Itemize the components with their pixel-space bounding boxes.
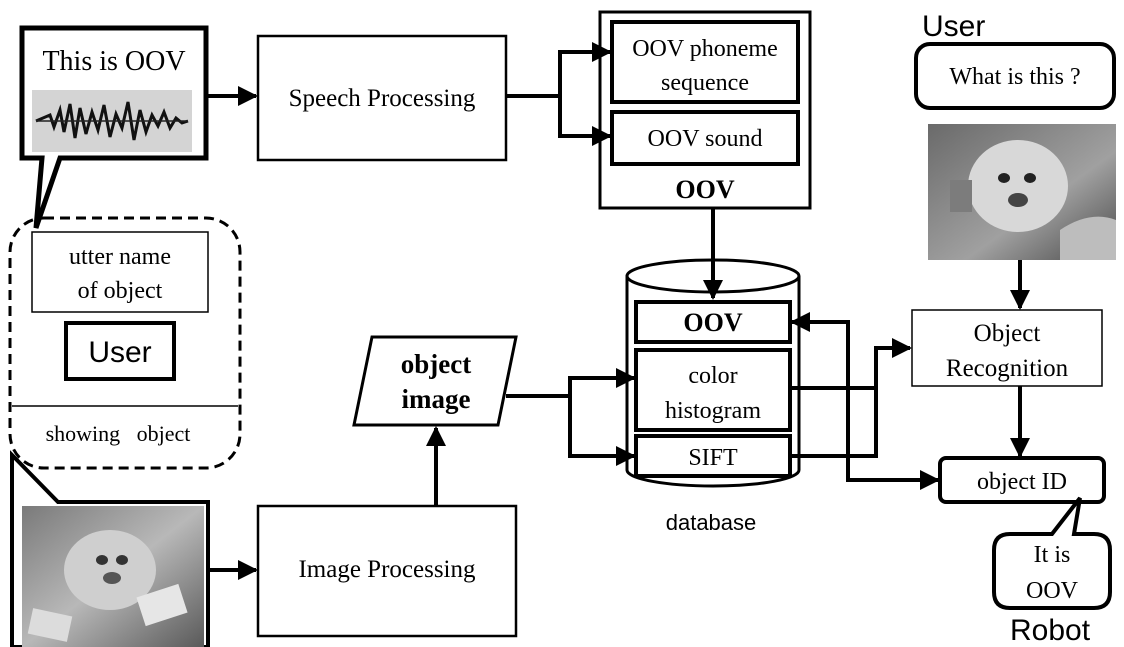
image-processing-label: Image Processing [298, 556, 476, 583]
db-sift-box [634, 434, 792, 478]
speech-bubble: This is OOV [19, 25, 209, 229]
oov-group: OOV phoneme sequence OOV sound OOV [598, 10, 812, 210]
user-box [64, 321, 176, 381]
db-sift-label: SIFT [688, 445, 738, 471]
arrow-speech-to-sound [558, 96, 612, 146]
robot-caption: Robot [1010, 614, 1091, 647]
oov-group-caption: OOV [675, 175, 734, 204]
showing-object-text: showing object [46, 421, 191, 446]
connectors [206, 42, 1030, 580]
robot-answer-line2: OOV [1026, 578, 1079, 604]
user-box-label: User [88, 336, 151, 369]
utter-name-line1: utter name [69, 244, 171, 270]
db-color-line1: color [688, 363, 737, 389]
arrow-features-to-recognition [790, 338, 912, 390]
speech-bubble-text: This is OOV [42, 46, 185, 77]
arrow-speech-to-phoneme [506, 42, 612, 98]
utter-name-line2: of object [78, 278, 163, 304]
object-image-line1: object [401, 349, 471, 379]
object-id-label: object ID [977, 469, 1067, 495]
robot-answer-line1: It is [1034, 542, 1071, 568]
object-photo-callout [10, 450, 210, 647]
object-recognition-box [911, 309, 1103, 387]
db-oov-label: OOV [683, 308, 742, 337]
image-processing-box [256, 504, 518, 638]
speech-processing-label: Speech Processing [289, 85, 476, 112]
query-photo [928, 124, 1116, 260]
line-sift-to-recognition [790, 388, 878, 458]
arrow-object-image-to-color [506, 368, 636, 398]
object-image-shape [352, 335, 518, 427]
database-cylinder: OOV color histogram SIFT [625, 258, 801, 488]
arrow-object-image-to-sift [568, 396, 636, 466]
question-bubble [914, 42, 1116, 110]
demonstration-group: utter name of object User showing object [8, 216, 242, 470]
oov-phoneme-line1: OOV phoneme [632, 36, 778, 62]
db-color-line2: histogram [665, 398, 761, 424]
object-recognition-line2: Recognition [946, 355, 1069, 382]
oov-sound-label: OOV sound [648, 126, 763, 152]
object-recognition-line1: Object [974, 320, 1041, 347]
query-user-caption: User [922, 10, 985, 43]
database-caption: database [666, 510, 757, 535]
waveform-image [32, 90, 192, 152]
object-image-line2: image [402, 384, 471, 414]
utter-name-box [31, 231, 209, 313]
object-id-box [938, 456, 1106, 504]
speech-processing-box [256, 34, 508, 162]
oov-phoneme-box [610, 20, 800, 104]
robot-answer-bubble: It is OOV [992, 496, 1112, 610]
question-text: What is this ? [949, 64, 1080, 90]
oov-sound-box [610, 110, 800, 166]
oov-phoneme-line2: sequence [661, 70, 749, 96]
